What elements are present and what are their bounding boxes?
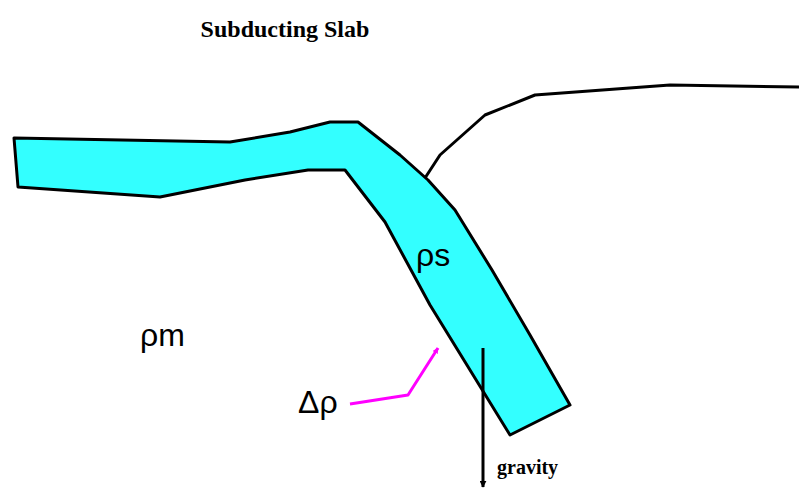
gravity-arrow	[482, 348, 485, 487]
plate-surface-line	[425, 85, 799, 178]
slab-shape: ρs	[11, 119, 576, 441]
slab-polygon	[14, 122, 570, 435]
density-leader-arrow	[350, 348, 438, 404]
gravity-label: gravity	[497, 456, 558, 478]
diagram-title: Subducting Slab	[201, 16, 370, 42]
mantle-density: ρm	[140, 318, 185, 353]
slab-outline	[11, 119, 576, 441]
density-contrast: Δρ	[298, 385, 338, 420]
density-symbol: ρs	[416, 238, 450, 273]
